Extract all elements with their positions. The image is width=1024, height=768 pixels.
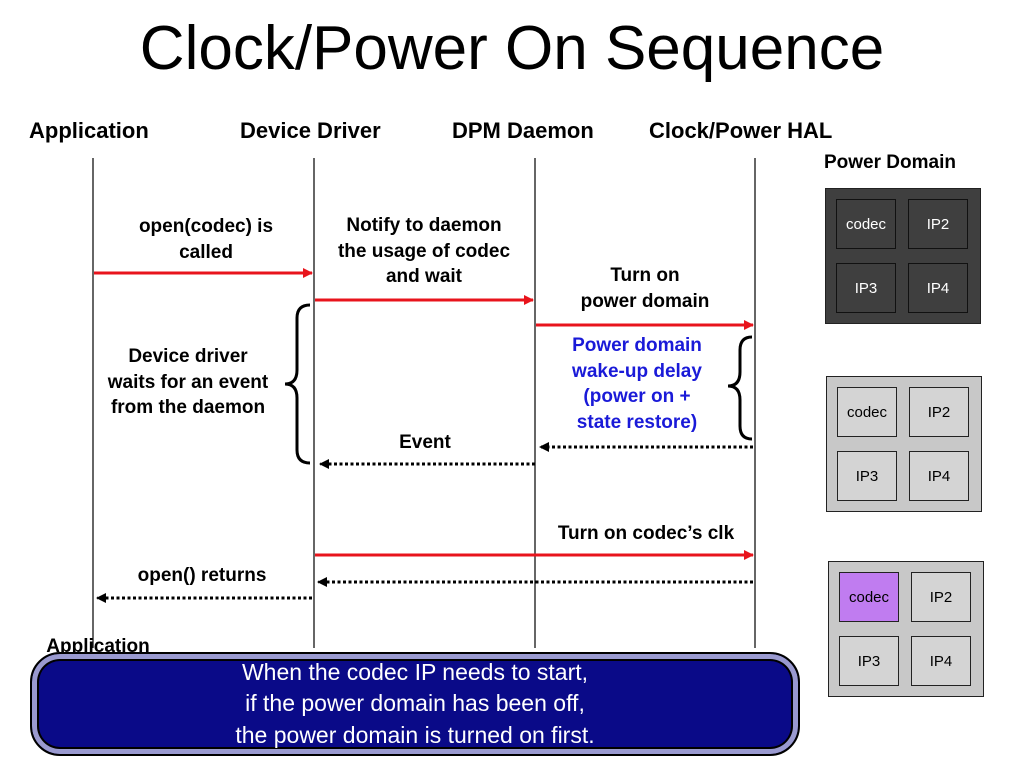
ip-block-codec: codec	[837, 387, 897, 437]
ip-block-ip2: IP2	[908, 199, 968, 249]
label-open-returns: open() returns	[137, 565, 267, 586]
power-domain-on: codec IP2 IP3 IP4	[826, 376, 982, 512]
label-turn-on-clk: Turn on codec’s clk	[557, 523, 735, 544]
ip-block-ip3: IP3	[837, 451, 897, 501]
brace-wakeup-delay-shape	[727, 335, 753, 441]
callout-line: if the power domain has been off,	[245, 690, 585, 717]
brace-driver-wait	[284, 303, 311, 465]
brace-wakeup-delay	[740, 335, 764, 386]
column-header-application: Application	[29, 118, 149, 143]
column-header-hal: Clock/Power HAL	[649, 118, 833, 143]
power-domain-title: Power Domain	[824, 152, 956, 173]
power-domain-off: codec IP2 IP3 IP4	[825, 188, 981, 324]
page-title: Clock/Power On Sequence	[139, 14, 885, 83]
ip-block-codec: codec	[836, 199, 896, 249]
ip-block-ip3: IP3	[836, 263, 896, 313]
column-header-device-driver: Device Driver	[240, 118, 381, 143]
ip-block-ip4: IP4	[909, 451, 969, 501]
column-header-dpm-daemon: DPM Daemon	[452, 118, 594, 143]
ip-block-ip4: IP4	[908, 263, 968, 313]
power-domain-codec-clock-on: codec IP2 IP3 IP4	[828, 561, 984, 697]
callout-line: the power domain is turned on first.	[235, 721, 595, 748]
ip-block-codec-active: codec	[839, 572, 899, 622]
summary-callout: When the codec IP needs to start, if the…	[30, 652, 800, 756]
callout-line: When the codec IP needs to start,	[241, 659, 589, 686]
ip-block-ip4: IP4	[911, 636, 971, 686]
ip-block-ip2: IP2	[909, 387, 969, 437]
ip-block-ip3: IP3	[839, 636, 899, 686]
ip-block-ip2: IP2	[911, 572, 971, 622]
label-event: Event	[399, 432, 451, 453]
